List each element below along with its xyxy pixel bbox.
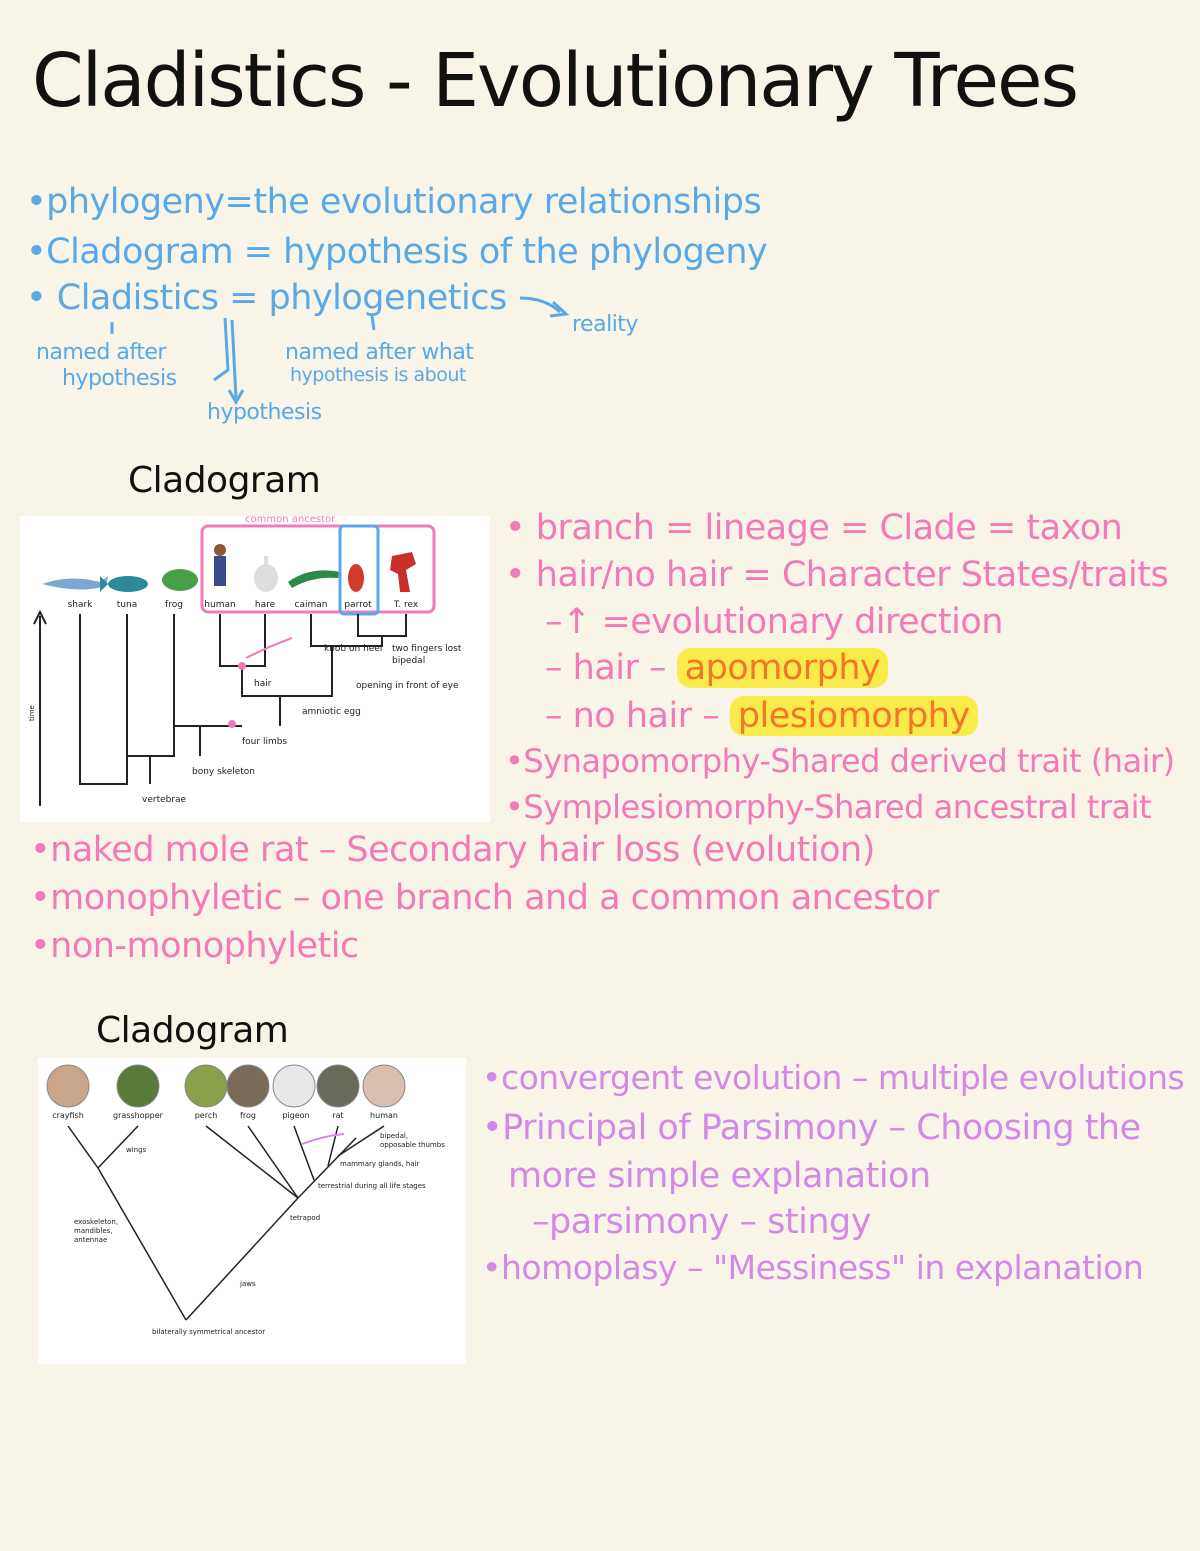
note-phylogeny: •phylogeny=the evolutionary relationship… xyxy=(26,182,762,222)
note-named-after-what: named after what xyxy=(285,340,474,365)
cladogram-figure-vertebrates: common ancestor shark tuna frog human ha… xyxy=(20,514,490,822)
taxon-crayfish: crayfish xyxy=(52,1111,84,1120)
trait-bipedal-thumbs: bipedal,opposable thumbs xyxy=(380,1132,445,1149)
parrot-icon xyxy=(348,564,364,592)
taxon-frog: frog xyxy=(165,600,183,610)
taxon-shark: shark xyxy=(68,600,94,610)
trait-mammary: mammary glands, hair xyxy=(340,1160,420,1168)
taxon-tuna: tuna xyxy=(117,600,137,610)
human-icon xyxy=(362,1064,406,1108)
note-synapomorphy: •Synapomorphy-Shared derived trait (hair… xyxy=(505,742,1175,780)
frog-icon xyxy=(162,569,198,591)
note-branch: • branch = lineage = Clade = taxon xyxy=(505,508,1123,548)
note-named-after: named after xyxy=(36,340,166,365)
note-hypothesis-about: hypothesis is about xyxy=(290,364,466,386)
tuna-icon xyxy=(100,576,148,592)
trait-amniotic-egg: amniotic egg xyxy=(302,707,361,717)
grasshopper-icon xyxy=(116,1064,160,1108)
trex-icon xyxy=(390,552,416,592)
note-parsimony-stingy: –parsimony – stingy xyxy=(532,1202,871,1242)
trait-tetrapod: tetrapod xyxy=(290,1214,320,1222)
shark-icon xyxy=(42,576,108,590)
trait-two-fingers: two fingers lost xyxy=(392,644,462,654)
perch-icon xyxy=(184,1064,228,1108)
taxon-parrot: parrot xyxy=(344,600,372,610)
note-monophyletic: •monophyletic – one branch and a common … xyxy=(30,878,939,918)
rat-icon xyxy=(316,1064,360,1108)
trait-bilateral: bilaterally symmetrical ancestor xyxy=(152,1328,265,1336)
cladogram-figure-animals: crayfish grasshopper perch frog pigeon r… xyxy=(38,1058,466,1364)
taxon-perch: perch xyxy=(195,1111,218,1120)
caiman-icon xyxy=(288,570,340,588)
trait-knob-heel: knob on heel xyxy=(324,644,382,654)
taxon-trex: T. rex xyxy=(393,600,419,610)
common-ancestor-box xyxy=(200,524,436,614)
hare-icon xyxy=(254,556,278,592)
trait-exoskeleton: exoskeleton,mandibles,antennae xyxy=(74,1218,118,1244)
trait-four-limbs: four limbs xyxy=(242,737,287,747)
note-evolutionary-direction: –↑ =evolutionary direction xyxy=(545,602,1003,642)
trait-vertebrae: vertebrae xyxy=(142,795,187,805)
taxon-frog-2: frog xyxy=(240,1111,256,1120)
note-hair-apomorphy: – hair – apomorphy xyxy=(545,648,889,688)
trait-hair: hair xyxy=(254,679,272,689)
tree-lines xyxy=(79,614,407,785)
trait-bipedal: bipedal xyxy=(392,656,425,666)
note-parsimony-principle: •Principal of Parsimony – Choosing the xyxy=(482,1108,1141,1148)
note-naked-mole-rat: •naked mole rat – Secondary hair loss (e… xyxy=(30,830,875,870)
trait-terrestrial: terrestrial during all life stages xyxy=(318,1182,426,1190)
taxon-human: human xyxy=(204,600,235,610)
pigeon-icon xyxy=(272,1064,316,1108)
note-homoplasy: •homoplasy – "Messiness" in explanation xyxy=(482,1248,1144,1287)
taxon-rat: rat xyxy=(332,1111,343,1120)
note-non-monophyletic: •non-monophyletic xyxy=(30,926,359,966)
note-no-hair-plesiomorphy: – no hair – plesiomorphy xyxy=(545,696,978,736)
taxon-human-2: human xyxy=(370,1111,398,1120)
note-character-states: • hair/no hair = Character States/traits xyxy=(505,555,1169,595)
cladogram-heading-1: Cladogram xyxy=(128,460,321,501)
trait-jaws: jaws xyxy=(239,1280,256,1288)
trait-bony-skeleton: bony skeleton xyxy=(192,767,255,777)
note-hypothesis-2: hypothesis xyxy=(207,400,322,425)
note-convergent-evolution: •convergent evolution – multiple evoluti… xyxy=(482,1058,1185,1097)
cladogram-heading-2: Cladogram xyxy=(96,1010,289,1051)
taxon-grasshopper: grasshopper xyxy=(113,1111,164,1120)
tree-lines-2 xyxy=(67,1125,385,1321)
blue-arrows xyxy=(110,296,570,405)
crayfish-icon xyxy=(46,1064,90,1108)
common-ancestor-label: common ancestor xyxy=(245,516,336,525)
note-simple-explanation: more simple explanation xyxy=(508,1156,931,1196)
human-icon xyxy=(214,544,226,586)
note-reality: reality xyxy=(572,312,638,337)
note-cladistics: • Cladistics = phylogenetics xyxy=(26,278,507,318)
note-cladogram: •Cladogram = hypothesis of the phylogeny xyxy=(26,232,768,272)
taxon-icons xyxy=(46,1064,406,1108)
taxon-caiman: caiman xyxy=(295,600,328,610)
taxon-pigeon: pigeon xyxy=(282,1111,309,1120)
trait-opening-eye: opening in front of eye xyxy=(356,681,459,691)
frog-icon xyxy=(226,1064,270,1108)
trait-wings: wings xyxy=(126,1146,147,1154)
taxon-hare: hare xyxy=(255,600,276,610)
note-symplesiomorphy: •Symplesiomorphy-Shared ancestral trait xyxy=(505,788,1152,826)
note-hypothesis-1: hypothesis xyxy=(62,366,177,391)
time-label: time xyxy=(28,705,36,721)
page-title: Cladistics - Evolutionary Trees xyxy=(32,38,1079,124)
